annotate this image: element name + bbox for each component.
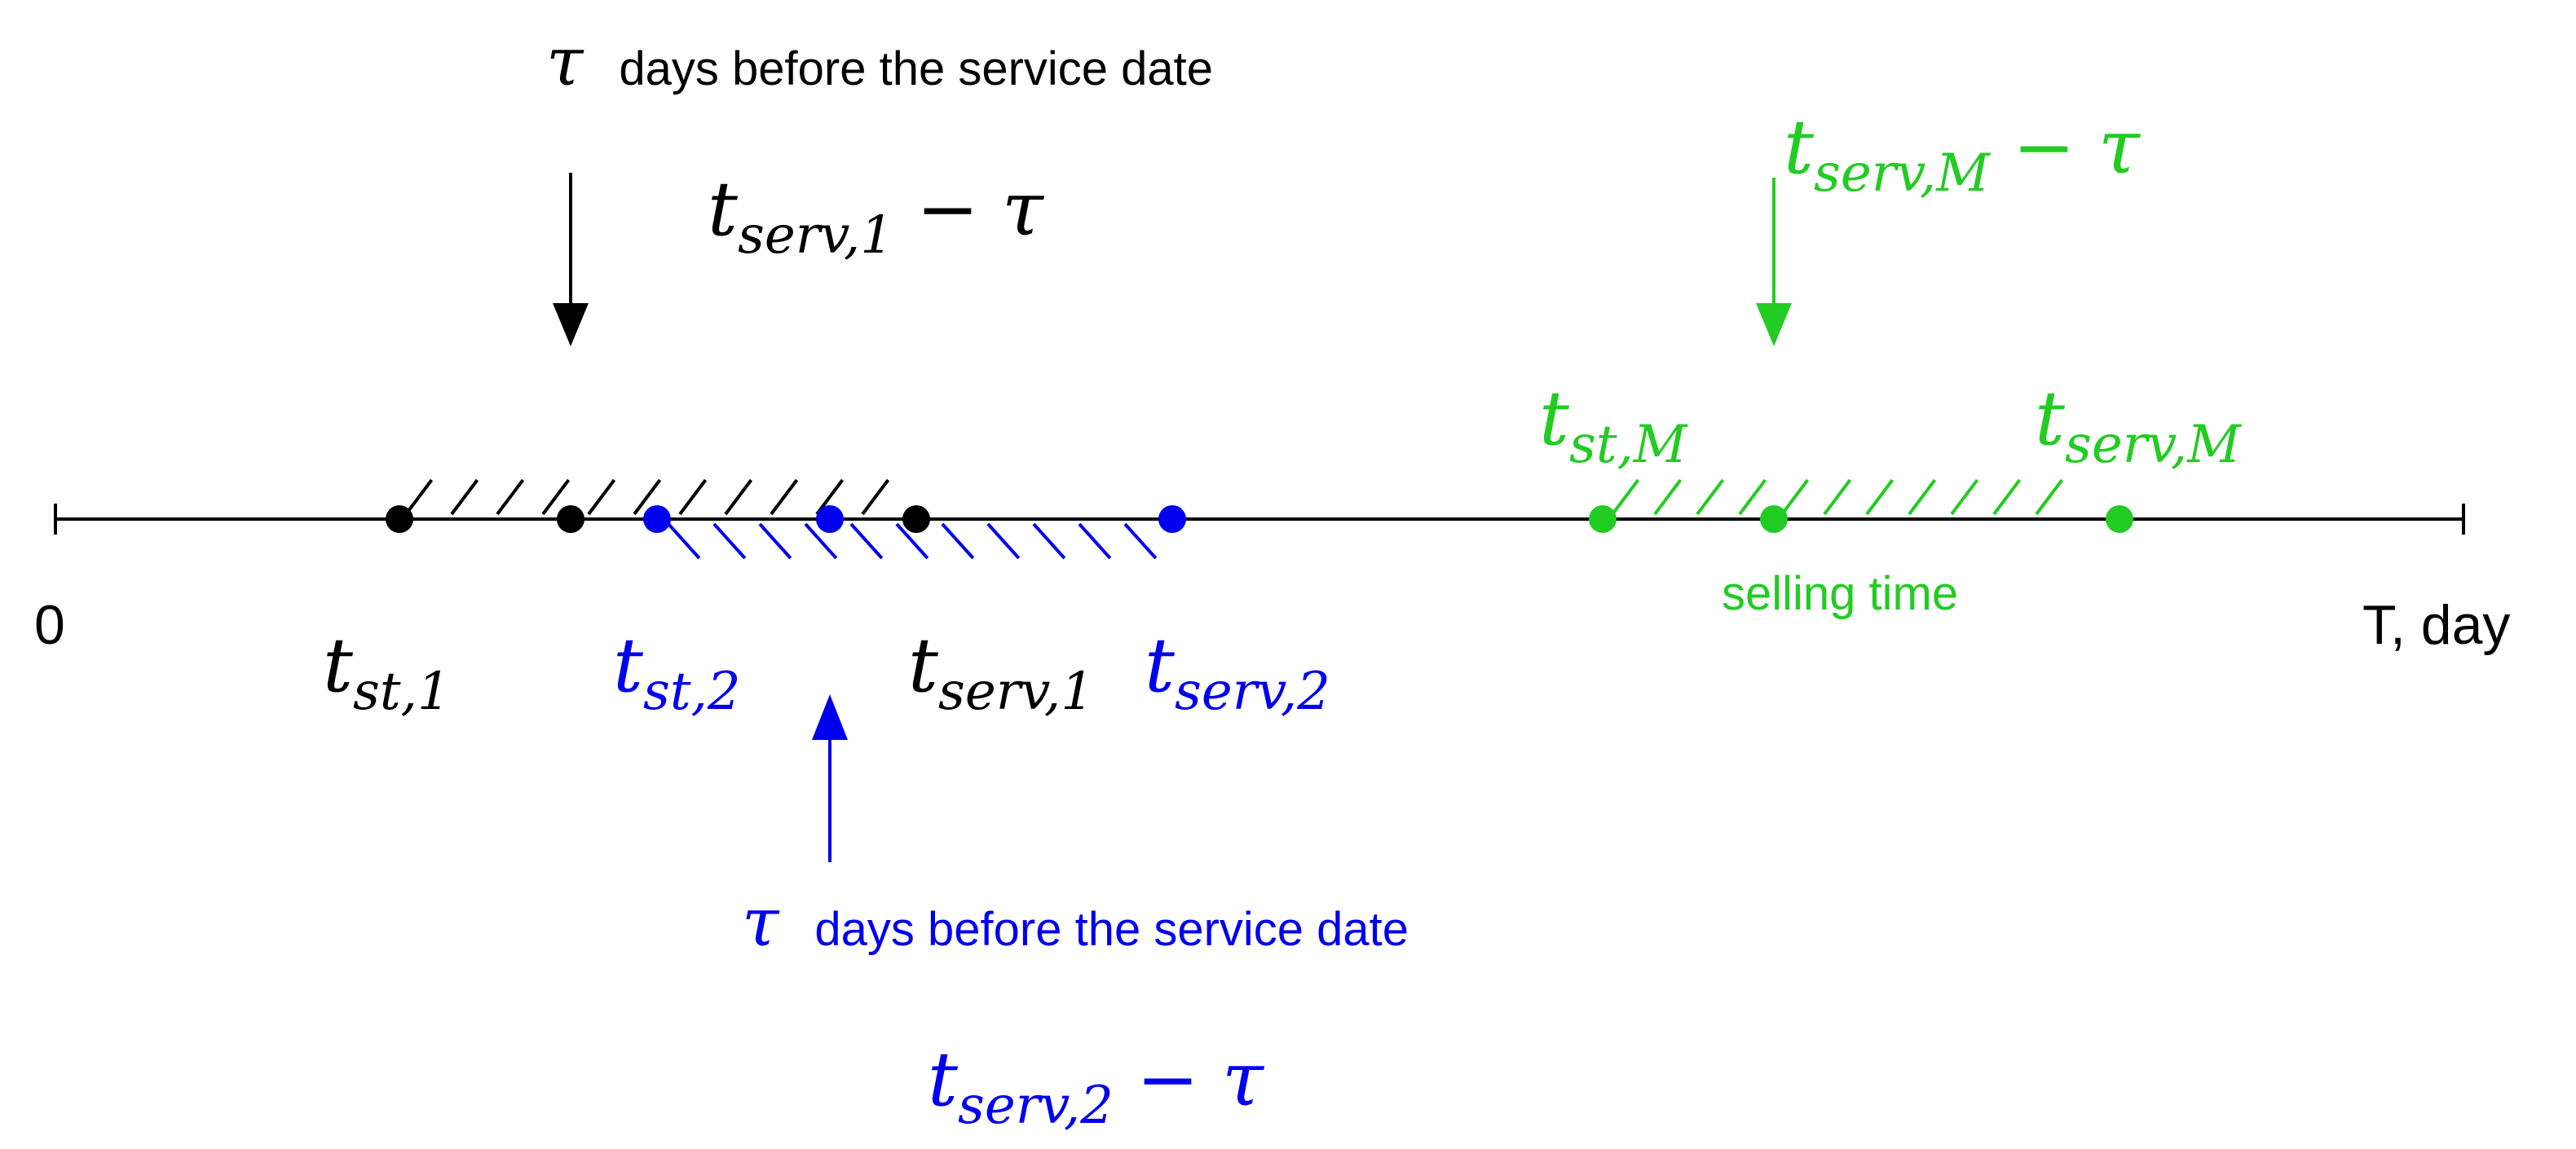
green-hatch-line bbox=[1823, 478, 1852, 516]
product-m-cutoff-label: tserv,M−τ bbox=[1784, 103, 2142, 204]
product-2-service-point bbox=[1158, 505, 1186, 533]
product-1-start-label: tst,1 bbox=[323, 622, 451, 722]
black-hatch-line bbox=[404, 478, 434, 516]
product-1-start-point bbox=[386, 505, 413, 533]
product-m-service-label: tserv,M bbox=[2035, 375, 2242, 475]
blue-hatch-line bbox=[849, 522, 884, 560]
product-m-cutoff-arrow-head bbox=[1756, 303, 1792, 346]
black-hatch-line bbox=[633, 478, 662, 516]
blue-hatch-line bbox=[1032, 522, 1066, 560]
blue-hatch-line bbox=[758, 522, 792, 560]
product-m-service-point bbox=[2106, 505, 2133, 533]
green-hatch-line bbox=[1738, 478, 1767, 516]
blue-hatch-line bbox=[1123, 522, 1158, 560]
blue-hatch-line bbox=[804, 522, 838, 560]
product-m-start-label: tst,M bbox=[1539, 375, 1688, 475]
product-2-cutoff-arrow-head bbox=[812, 694, 848, 740]
axis-end-label: T, day bbox=[2362, 594, 2510, 656]
black-hatch-line bbox=[496, 478, 525, 516]
axis-start-label: 0 bbox=[34, 594, 65, 656]
product-2-service-label: tserv,2 bbox=[1145, 622, 1330, 722]
product-2-cutoff-point bbox=[816, 505, 844, 533]
product-m-cutoff-point bbox=[1760, 505, 1788, 533]
product-2-tau-caption: τ days before the service date bbox=[742, 884, 1409, 962]
product-1-tau-symbol: τ bbox=[546, 24, 584, 101]
product-1-service-label: tserv,1 bbox=[908, 622, 1094, 722]
green-hatch-line bbox=[1908, 478, 1937, 516]
black-hatch-line bbox=[770, 478, 799, 516]
blue-selling-period-hatch bbox=[667, 522, 1158, 560]
green-hatch-line bbox=[1950, 478, 1979, 516]
black-hatch-line bbox=[450, 478, 479, 516]
green-selling-period-hatch bbox=[1611, 478, 2064, 516]
blue-hatch-line bbox=[712, 522, 747, 560]
black-hatch-line bbox=[541, 478, 571, 516]
black-hatch-line bbox=[678, 478, 708, 516]
green-hatch-line bbox=[1865, 478, 1895, 516]
product-1-cutoff-label: tserv,1−τ bbox=[708, 165, 1045, 266]
product-m-selling-time-label: selling time bbox=[1722, 567, 1958, 620]
product-2-tau-symbol: τ bbox=[742, 884, 780, 962]
product-1-tau-text: days before the service date bbox=[619, 42, 1213, 95]
product-2-cutoff-label: tserv,2−τ bbox=[928, 1036, 1265, 1136]
product-1-cutoff-point bbox=[557, 505, 584, 533]
product-2-tau-text: days before the service date bbox=[814, 903, 1409, 956]
green-hatch-line bbox=[1653, 478, 1683, 516]
product-1-service-point bbox=[902, 505, 930, 533]
green-hatch-line bbox=[2035, 478, 2064, 516]
product-2-start-point bbox=[643, 505, 671, 533]
black-hatch-line bbox=[724, 478, 753, 516]
black-selling-period-hatch bbox=[404, 478, 890, 516]
green-hatch-line bbox=[1992, 478, 2022, 516]
blue-hatch-line bbox=[1078, 522, 1112, 560]
green-hatch-line bbox=[1696, 478, 1725, 516]
blue-hatch-line bbox=[941, 522, 975, 560]
product-1-cutoff-arrow-head bbox=[553, 303, 589, 346]
green-hatch-line bbox=[1611, 478, 1640, 516]
product-m-start-point bbox=[1589, 505, 1617, 533]
product-1-tau-caption: τ days before the service date bbox=[546, 24, 1213, 101]
blue-hatch-line bbox=[895, 522, 929, 560]
blue-hatch-line bbox=[667, 522, 701, 560]
blue-hatch-line bbox=[986, 522, 1021, 560]
black-hatch-line bbox=[587, 478, 616, 516]
product-2-start-label: tst,2 bbox=[613, 622, 741, 722]
black-hatch-line bbox=[861, 478, 890, 516]
green-hatch-line bbox=[1780, 478, 1810, 516]
